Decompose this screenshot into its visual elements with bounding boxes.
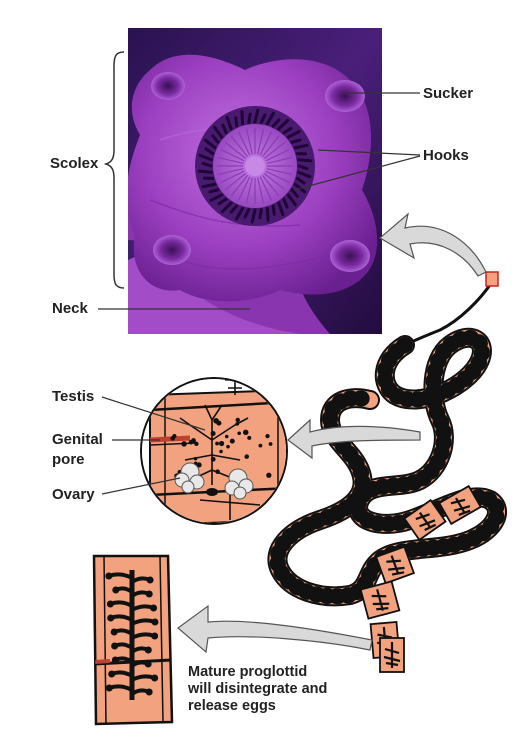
tapeworm-body bbox=[267, 271, 507, 673]
sucker-top-left bbox=[151, 72, 185, 100]
hooks-leader-2 bbox=[293, 155, 421, 191]
ovary-label: Ovary bbox=[52, 486, 95, 503]
sucker-label: Sucker bbox=[423, 85, 474, 102]
genital-pore-label-line2: pore bbox=[52, 451, 85, 468]
sucker-bottom-left bbox=[153, 235, 191, 265]
genital-pore-label-line1: Genital bbox=[52, 431, 103, 448]
rostellum-hooks bbox=[195, 106, 315, 226]
scolex-brace bbox=[103, 51, 125, 289]
hooks-leader bbox=[317, 149, 421, 156]
testis-label: Testis bbox=[52, 388, 95, 405]
hooks-label: Hooks bbox=[423, 147, 469, 164]
sucker-top-right bbox=[325, 80, 365, 112]
caption-line-1: Mature proglottid bbox=[188, 664, 308, 680]
arrow-to-circle bbox=[287, 418, 421, 460]
neck-label: Neck bbox=[52, 300, 88, 317]
testis-leader bbox=[101, 396, 206, 431]
mature-proglottid bbox=[92, 554, 174, 726]
caption-line-3: release eggs bbox=[188, 698, 276, 714]
scolex-label: Scolex bbox=[50, 155, 99, 172]
caption-line-2: will disintegrate and bbox=[188, 681, 328, 697]
mature-proglottid-caption: Mature proglottid will disintegrate and … bbox=[188, 664, 327, 715]
sucker-bottom-right bbox=[330, 240, 370, 272]
proglottid-magnified bbox=[140, 377, 288, 525]
arrow-to-mature bbox=[177, 604, 373, 654]
arrow-to-scolex bbox=[378, 212, 487, 277]
ovary-leader bbox=[101, 477, 181, 495]
scolex-photo bbox=[128, 28, 382, 334]
